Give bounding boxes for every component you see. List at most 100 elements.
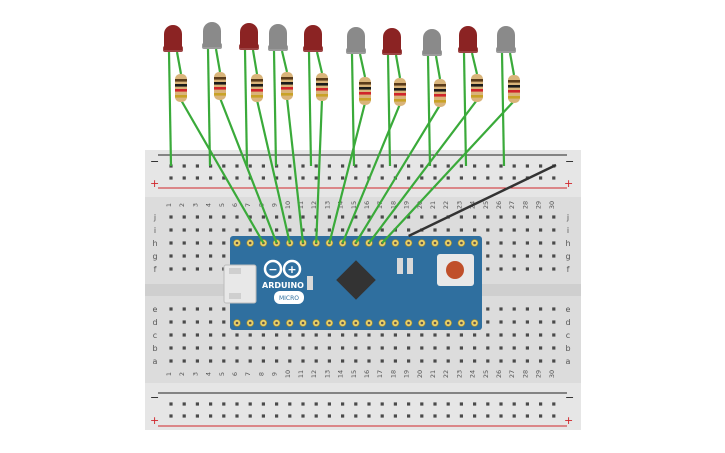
- resistor-3[interactable]: [251, 74, 263, 102]
- rail-hole: [182, 402, 186, 406]
- reset-button[interactable]: [446, 261, 464, 279]
- small-component: [307, 276, 313, 290]
- led-2[interactable]: [202, 22, 222, 49]
- breadboard-hole: [525, 320, 529, 324]
- breadboard-hole: [473, 346, 477, 350]
- breadboard-hole: [512, 215, 516, 219]
- resistor-band: [281, 87, 293, 90]
- breadboard-hole: [169, 333, 173, 337]
- rail-hole: [393, 164, 397, 168]
- header-pin-hole: [367, 321, 371, 325]
- breadboard-hole: [341, 215, 345, 219]
- header-pin-hole: [275, 321, 278, 325]
- breadboard-hole: [525, 267, 529, 271]
- breadboard-hole: [288, 333, 292, 337]
- led-4[interactable]: [268, 24, 288, 51]
- row-letter-label: f: [154, 265, 157, 274]
- led-10[interactable]: [496, 26, 516, 53]
- breadboard-hole: [209, 333, 213, 337]
- breadboard-hole: [512, 346, 516, 350]
- row-letter-label: a: [153, 357, 158, 366]
- breadboard-hole: [525, 215, 529, 219]
- column-number-label: 25: [482, 201, 490, 209]
- led-leg-wire: [243, 49, 249, 167]
- resistor-band: [508, 96, 520, 99]
- led-9[interactable]: [458, 26, 478, 53]
- header-pin-hole: [473, 241, 476, 245]
- bottom-left-plus-label: +: [150, 414, 159, 427]
- resistor-10[interactable]: [508, 75, 520, 103]
- row-letter-label: h: [152, 239, 157, 248]
- resistor-7[interactable]: [394, 78, 406, 106]
- breadboard-hole: [195, 215, 199, 219]
- breadboard-hole: [169, 320, 173, 324]
- breadboard-hole: [209, 359, 213, 363]
- led-rim: [496, 47, 516, 53]
- column-number-label: 22: [442, 201, 450, 209]
- resistor-wire: [285, 97, 305, 244]
- resistor-wire: [315, 98, 324, 244]
- led-to-resistor-wire: [280, 50, 289, 73]
- rail-hole: [248, 164, 252, 168]
- breadboard-hole: [327, 346, 331, 350]
- resistor-5[interactable]: [316, 73, 328, 101]
- resistor-9[interactable]: [471, 74, 483, 102]
- rail-hole: [327, 402, 331, 406]
- column-number-label: 17: [376, 370, 384, 378]
- resistor-4[interactable]: [281, 72, 293, 100]
- column-number-label: 18: [389, 370, 397, 378]
- column-number-label: 10: [284, 201, 292, 209]
- led-7[interactable]: [382, 28, 402, 55]
- resistor-band: [214, 87, 226, 90]
- rail-hole: [459, 176, 463, 180]
- breadboard-hole: [380, 359, 384, 363]
- resistor-1[interactable]: [175, 74, 187, 102]
- breadboard-hole: [169, 241, 173, 245]
- breadboard-hole: [512, 228, 516, 232]
- rail-hole: [222, 414, 226, 418]
- column-number-label: 14: [337, 370, 345, 378]
- led-leg-wire: [307, 51, 313, 167]
- led-6[interactable]: [346, 27, 366, 54]
- resistor-2[interactable]: [214, 72, 226, 100]
- row-letter-label: i: [567, 226, 569, 235]
- led-8[interactable]: [422, 29, 442, 56]
- breadboard-hole: [486, 254, 490, 258]
- breadboard-hole: [552, 359, 556, 363]
- resistor-8[interactable]: [434, 79, 446, 107]
- rail-hole: [222, 176, 226, 180]
- rail-hole: [314, 414, 318, 418]
- column-number-label: 15: [350, 201, 358, 209]
- resistor-6[interactable]: [359, 77, 371, 105]
- breadboard-hole: [209, 241, 213, 245]
- led-3[interactable]: [239, 23, 259, 50]
- model-badge: [274, 291, 304, 304]
- column-number-label: 16: [363, 370, 371, 378]
- led-leg-wire: [386, 54, 392, 167]
- resistor-body: [281, 72, 293, 100]
- breadboard-hole: [446, 228, 450, 232]
- resistor-wire: [381, 100, 515, 244]
- breadboard-hole: [393, 346, 397, 350]
- breadboard-hole: [512, 359, 516, 363]
- rail-hole: [486, 176, 490, 180]
- resistor-band: [359, 92, 371, 95]
- resistor-band: [281, 77, 293, 80]
- column-number-label: 13: [323, 370, 331, 378]
- led-body: [459, 26, 477, 51]
- rail-hole: [512, 164, 516, 168]
- led-1[interactable]: [163, 25, 183, 52]
- arduino-micro-board[interactable]: − + ARDUINO MICRO: [223, 236, 482, 330]
- breadboard-hole: [552, 307, 556, 311]
- rail-hole: [288, 414, 292, 418]
- rail-hole: [539, 176, 543, 180]
- breadboard-hole: [380, 346, 384, 350]
- resistor-band: [214, 77, 226, 80]
- bottom-right-plus-label: +: [564, 414, 573, 427]
- column-number-label: 29: [535, 370, 543, 378]
- breadboard-hole: [182, 359, 186, 363]
- resistor-wire: [180, 99, 265, 244]
- leds: [163, 22, 516, 56]
- led-5[interactable]: [303, 25, 323, 52]
- rail-hole: [473, 402, 477, 406]
